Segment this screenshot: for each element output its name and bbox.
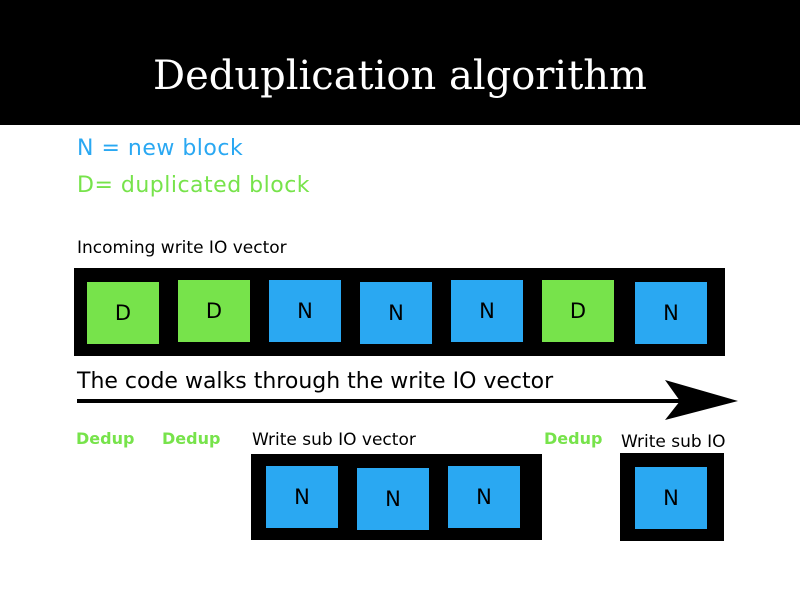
sub-vector-2-label: Write sub IO [621, 432, 726, 452]
dedup-label-2: Dedup [162, 429, 221, 448]
sub-vector-2-block-1: N [635, 467, 707, 529]
slide-title: Deduplication algorithm [153, 53, 647, 99]
title-bar: Deduplication algorithm [0, 0, 800, 125]
legend-new-block: N = new block [77, 136, 244, 161]
dedup-label-3: Dedup [544, 429, 603, 448]
incoming-block-1: D [87, 282, 159, 344]
incoming-block-5: N [451, 280, 523, 342]
walk-text: The code walks through the write IO vect… [77, 369, 554, 394]
sub-vector-1-label: Write sub IO vector [252, 430, 416, 450]
incoming-block-4: N [360, 282, 432, 344]
sub-vector-2: N [620, 453, 724, 541]
sub-vector-1-block-1: N [266, 466, 338, 528]
legend-duplicated-block: D= duplicated block [77, 173, 311, 198]
dedup-label-1: Dedup [76, 429, 135, 448]
incoming-block-2: D [178, 280, 250, 342]
incoming-vector: D D N N N D N [74, 268, 725, 356]
incoming-vector-label: Incoming write IO vector [77, 238, 287, 258]
sub-vector-1-block-2: N [357, 468, 429, 530]
incoming-block-7: N [635, 282, 707, 344]
incoming-block-6: D [542, 280, 614, 342]
sub-vector-1: N N N [251, 454, 542, 540]
incoming-block-3: N [269, 280, 341, 342]
sub-vector-1-block-3: N [448, 466, 520, 528]
